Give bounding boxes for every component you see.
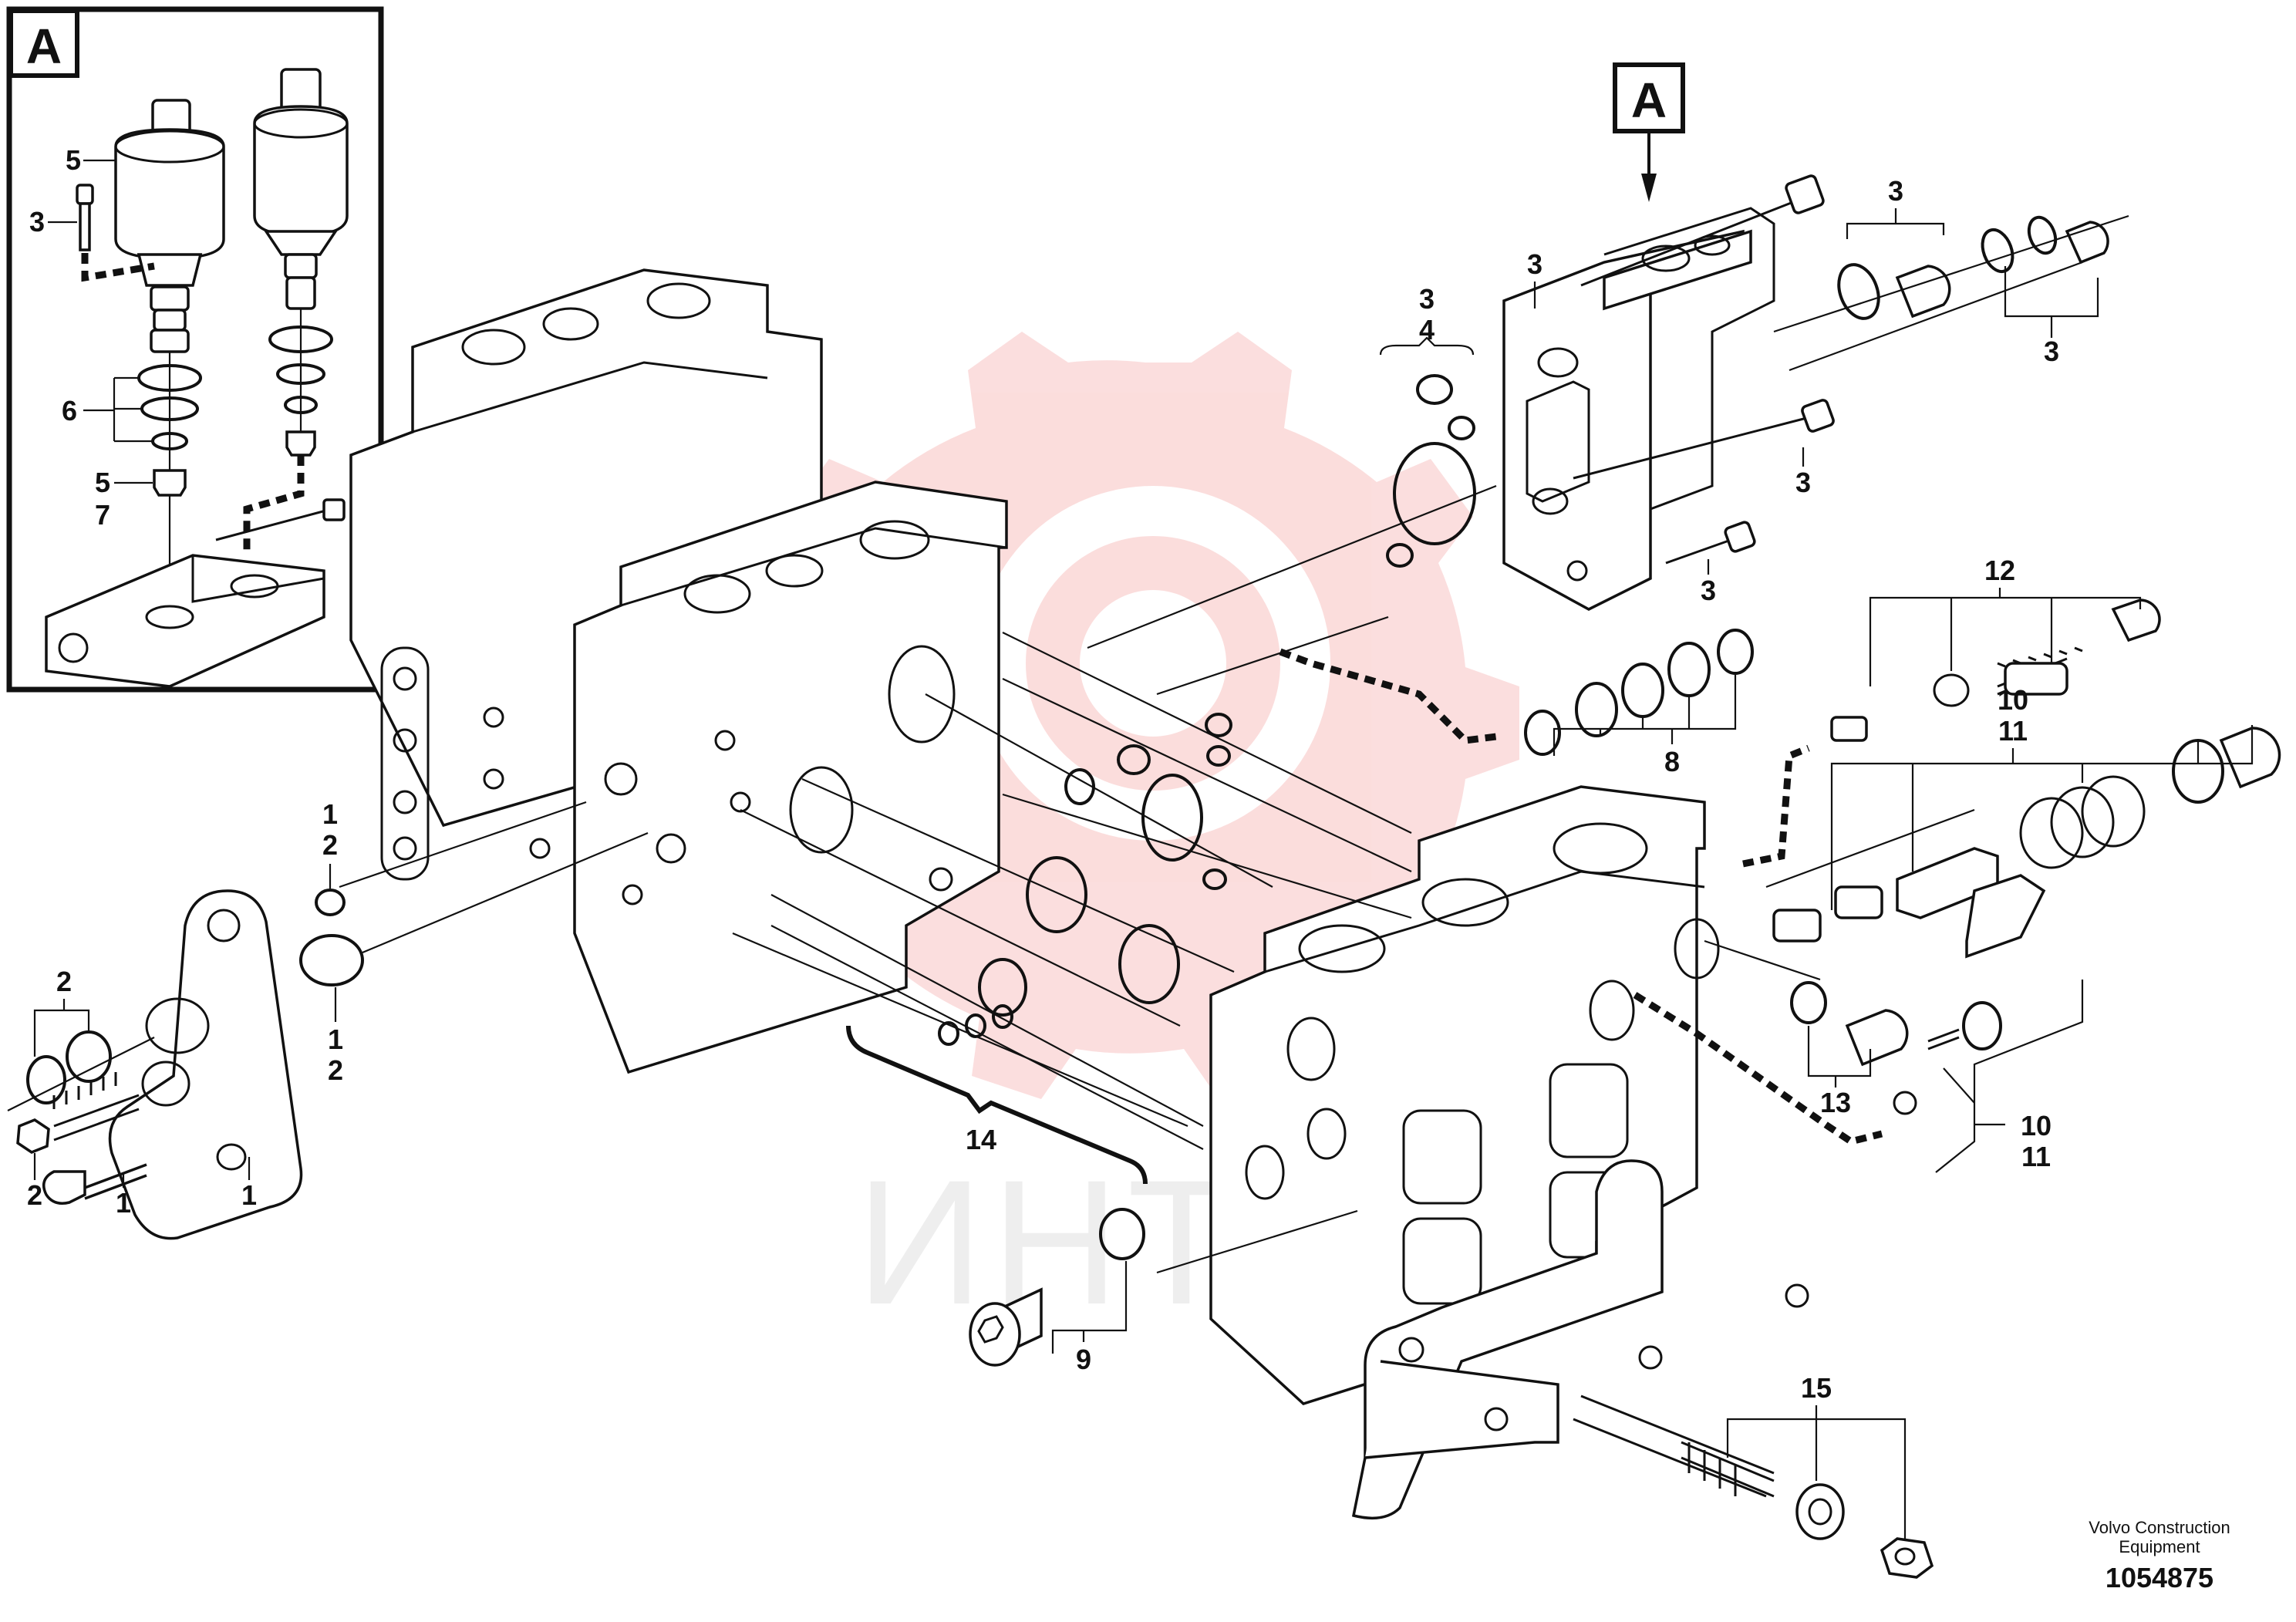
callout-13: 13 [1820, 1087, 1851, 1118]
callout-12: 12 [1984, 555, 2015, 586]
fitting-right [285, 430, 316, 457]
callout-14: 14 [966, 1124, 996, 1155]
tie-bolt-mid [1573, 399, 1835, 480]
threaded-bolt-2 [52, 1072, 140, 1141]
dash-leader-bolt [81, 253, 155, 282]
callout-4-top: 4 [1419, 314, 1435, 346]
valve-base-detail [45, 498, 346, 688]
callout-8: 8 [1664, 746, 1680, 777]
callout-5-top: 5 [66, 144, 81, 176]
o-ring-right-a [268, 325, 333, 353]
solenoid-right [253, 68, 349, 463]
bracket-14 [846, 1025, 1148, 1185]
callout-15: 15 [1801, 1372, 1832, 1404]
washer-2a [26, 1055, 66, 1104]
callout-1-b: 1 [328, 1023, 343, 1055]
o-ring-8e [1717, 629, 1754, 675]
callout-10-b: 10 [2021, 1110, 2052, 1141]
relief-assembly-11 [1772, 727, 2281, 943]
o-ring-small-b [1448, 416, 1475, 440]
callout-3-bolt: 3 [1701, 575, 1716, 606]
plug-10-11 [1965, 874, 2046, 959]
callout-11-a: 11 [1998, 715, 2028, 747]
callout-2-nut: 2 [27, 1179, 42, 1211]
bolt-3-detail [76, 184, 94, 251]
view-marker-label: A [1631, 73, 1667, 128]
nut-2 [16, 1118, 50, 1154]
bolt-9 [969, 1208, 1145, 1367]
callout-1-bolt: 1 [116, 1187, 131, 1219]
callout-10-a: 10 [1998, 684, 2028, 716]
o-ring-3c [2027, 215, 2058, 255]
callout-3-right-upper: 3 [2044, 336, 2059, 367]
o-ring-8b [1575, 682, 1618, 737]
callout-1-plate: 1 [241, 1179, 257, 1211]
callout-2-left: 2 [56, 966, 72, 997]
footer-brand-line1: Volvo Construction [2089, 1518, 2230, 1537]
fitting-5 [153, 469, 187, 497]
dash-leader-13 [1633, 992, 1883, 1145]
callout-3-top-b: 3 [1527, 248, 1542, 280]
bolt-3-side [1665, 521, 1756, 565]
washer-3a [1837, 263, 1880, 320]
view-marker-a: A [1613, 62, 1685, 202]
valve-section-middle [573, 481, 1008, 1074]
callout-1-a: 1 [322, 798, 338, 830]
o-ring-8c [1621, 663, 1664, 718]
washer-3b [1981, 228, 2014, 274]
valve-section-front [1209, 785, 1720, 1405]
dash-leader-relief [1742, 744, 1810, 868]
footer-brand-line2: Equipment [2119, 1537, 2200, 1556]
callout-2-b: 2 [328, 1054, 343, 1086]
cover-plate-1 [108, 889, 303, 1240]
plug-13 [1845, 1009, 1909, 1067]
detail-box-a: A [6, 6, 384, 693]
o-ring-8d [1667, 642, 1711, 697]
o-ring-small-c [1386, 543, 1414, 568]
dash-leader-right [243, 455, 305, 555]
solenoid-left [114, 99, 225, 640]
footer-drawing-number: 1054875 [2106, 1562, 2213, 1593]
tie-bolt-top [1580, 174, 1825, 287]
washer-13 [1790, 981, 1827, 1024]
callout-3-side: 3 [1795, 467, 1811, 498]
o-ring-8a [1524, 710, 1561, 756]
callout-2-a: 2 [322, 829, 338, 861]
callout-11-b: 11 [2021, 1141, 2051, 1172]
relief-assembly-12 [1830, 599, 2161, 742]
mounting-bracket [1351, 1159, 1809, 1520]
dash-leader-8 [1279, 648, 1497, 744]
plug-3b [2065, 221, 2109, 265]
callout-3-detail: 3 [29, 206, 45, 238]
o-ring-1-2b [299, 934, 364, 986]
o-ring-small-a [1416, 374, 1453, 405]
callout-3-top-a: 3 [1419, 283, 1435, 315]
plug-3a [1895, 265, 1951, 319]
callout-7: 7 [95, 499, 110, 531]
callout-5-low: 5 [95, 467, 110, 498]
detail-box-label: A [26, 19, 62, 74]
callout-3-top-right: 3 [1888, 175, 1903, 207]
assembly-guide-lines [732, 484, 1975, 1274]
washer-2b [66, 1030, 112, 1083]
tie-rod-15 [1573, 1394, 1934, 1579]
o-ring-right-c [284, 396, 318, 414]
o-ring-1-2a [315, 889, 346, 916]
callout-9: 9 [1076, 1344, 1091, 1375]
end-plate-top [1502, 207, 1775, 611]
bolt-1 [42, 1163, 147, 1205]
o-ring-right-b [276, 363, 325, 385]
callout-6: 6 [62, 395, 77, 427]
